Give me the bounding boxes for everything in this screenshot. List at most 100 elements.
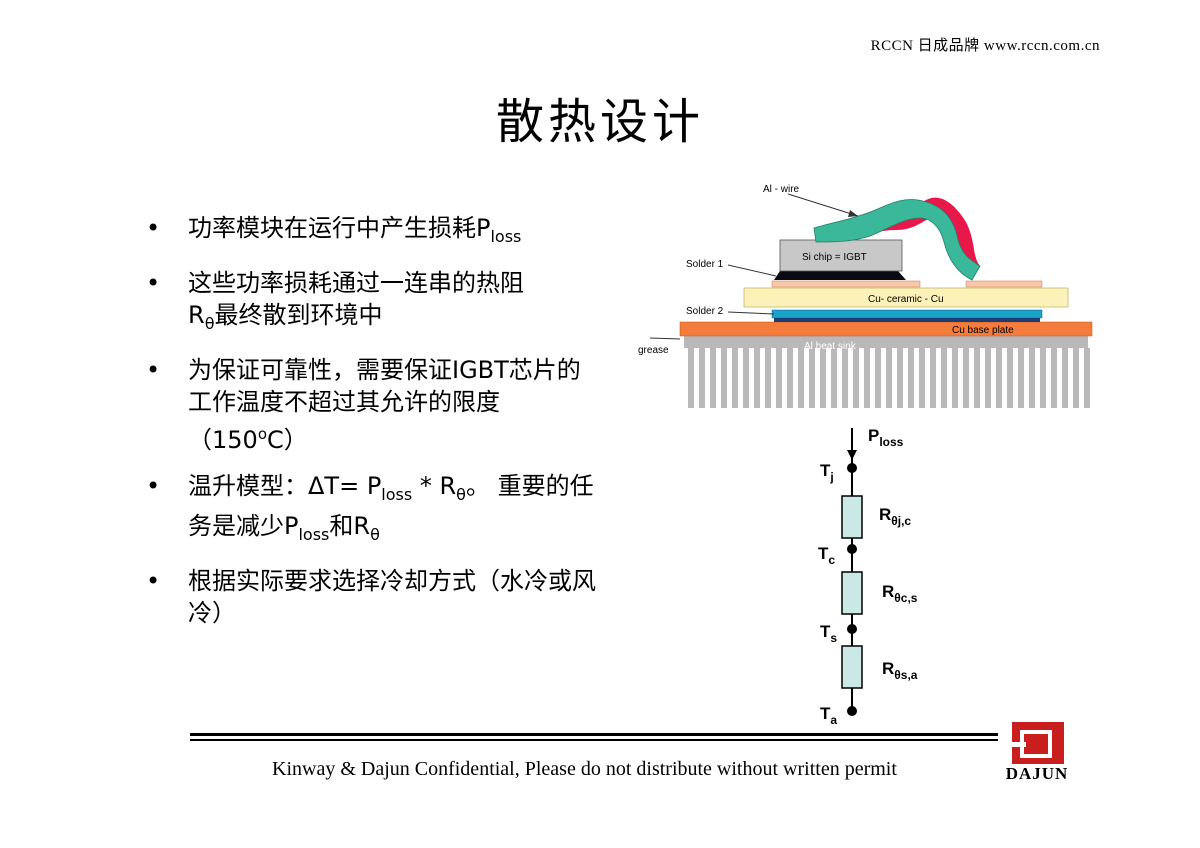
dajun-logo-text: DAJUN: [1005, 764, 1069, 783]
ta-label: Ta: [820, 704, 837, 727]
heat-sink-fin: [798, 348, 804, 408]
bullet-item: • 根据实际要求选择冷却方式（水冷或风冷）: [146, 565, 596, 629]
heat-sink-fin: [842, 348, 848, 408]
heat-sink-fin: [1018, 348, 1024, 408]
solder2-pointer: [727, 311, 775, 315]
resistor-jc: [841, 495, 863, 539]
heat-sink-fin: [919, 348, 925, 408]
grease-label: grease: [638, 345, 669, 356]
ceramic-label: Cu- ceramic - Cu: [868, 294, 944, 305]
heat-sink-fin: [809, 348, 815, 408]
node-dot: [847, 706, 857, 716]
bullet-subscript: θ: [204, 313, 215, 333]
ceramic-layer: [743, 287, 1069, 308]
heat-sink-fin: [996, 348, 1002, 408]
heat-sink-fin: [985, 348, 991, 408]
bullet-text: * R: [412, 471, 457, 500]
node-dot: [847, 463, 857, 473]
heat-sink-fin: [897, 348, 903, 408]
node-dot: [847, 624, 857, 634]
heat-sink-fin: [875, 348, 881, 408]
heat-sink-fin: [1051, 348, 1057, 408]
heat-sink-fin: [1073, 348, 1079, 408]
dajun-logo-mark: [1012, 722, 1064, 764]
top-cu-pad-2: [965, 280, 1043, 288]
bullet-marker: •: [146, 214, 161, 242]
bullet-subscript: loss: [298, 525, 330, 545]
ploss-label: Ploss: [868, 426, 904, 449]
heat-sink-fin: [721, 348, 727, 408]
heat-sink-fin: [864, 348, 870, 408]
heat-sink-fin: [776, 348, 782, 408]
heat-sink-fin: [699, 348, 705, 408]
bullet-text: C）: [267, 425, 308, 454]
footer-line-thick: [190, 733, 998, 736]
r-jc-label: Rθj,c: [879, 505, 911, 528]
heat-sink-fin: [831, 348, 837, 408]
al-wire: [813, 199, 981, 281]
node-tj: Tj: [820, 461, 857, 484]
heat-sink-fin: [1084, 348, 1090, 408]
ploss-arrow: [847, 450, 857, 460]
al-wire-arrowhead: [848, 210, 858, 217]
logo-notch: [1012, 742, 1026, 747]
footer-confidential: Kinway & Dajun Confidential, Please do n…: [272, 758, 897, 780]
solder1-label: Solder 1: [686, 259, 724, 270]
footer-line-thin: [190, 739, 998, 741]
bullet-item: • 为保证可靠性，需要保证IGBT芯片的工作温度不超过其允许的限度（150oC）: [146, 354, 596, 456]
solder2-label: Solder 2: [686, 306, 724, 317]
top-cu-pad: [771, 280, 921, 288]
bullet-marker: •: [146, 355, 161, 384]
heat-sink-fin: [787, 348, 793, 408]
bullet-marker: •: [146, 567, 161, 596]
grease-pointer: [649, 337, 681, 340]
heat-sink-fin: [1029, 348, 1035, 408]
heat-sink-fin: [754, 348, 760, 408]
heat-sink-fin: [732, 348, 738, 408]
si-chip: [779, 239, 903, 272]
bullet-marker: •: [146, 268, 161, 297]
bullet-item: • 温升模型：ΔT= Ploss * Rθ。 重要的任务是减少Ploss和Rθ: [146, 470, 596, 552]
cu-base-label: Cu base plate: [952, 325, 1014, 336]
thermal-diagram: Al heat sink Cu base plate Cu- ceramic -…: [638, 184, 1093, 727]
bullet-text: 。 重要的任务是减少P: [188, 471, 594, 541]
heat-sink-fin: [765, 348, 771, 408]
heat-sink-fin: [1007, 348, 1013, 408]
heat-sink-fins: [688, 348, 1090, 408]
resistor-cs: [841, 571, 863, 615]
heat-sink-fin: [908, 348, 914, 408]
heat-sink-fin: [963, 348, 969, 408]
bullet-subscript: loss: [490, 226, 522, 246]
slide-title: 散热设计: [495, 94, 704, 150]
bullet-text: R: [188, 300, 205, 329]
bullet-text: 为保证可靠性，需要保证IGBT芯片的工作温度不超过其允许的限度（150: [188, 355, 581, 454]
bullet-subscript: θ: [370, 525, 380, 545]
al-wire-pointer: [787, 193, 859, 217]
logo-inner: [1020, 730, 1052, 758]
bullet-marker: •: [146, 471, 161, 500]
heat-sink-fin: [688, 348, 694, 408]
resistor-sa: [841, 645, 863, 689]
bullet-subscript: loss: [381, 484, 413, 504]
brand-header: RCCN 日成品牌 www.rccn.com.cn: [870, 38, 1100, 54]
heat-sink-fin: [743, 348, 749, 408]
ts-label: Ts: [820, 622, 837, 645]
bullet-text: 根据实际要求选择冷却方式（水冷或风冷）: [188, 567, 596, 628]
si-chip-label: Si chip = IGBT: [802, 252, 867, 263]
heat-sink-fin: [1040, 348, 1046, 408]
bullet-text: 温升模型：ΔT= P: [188, 471, 382, 500]
heat-sink-fin: [1062, 348, 1068, 408]
r-sa-label: Rθs,a: [882, 659, 918, 682]
bullet-text: 功率模块在运行中产生损耗P: [188, 214, 491, 242]
bullet-text: 和R: [329, 512, 371, 541]
footer-divider: [190, 733, 998, 741]
bullet-subscript: θ: [456, 484, 466, 504]
bullet-superscript: o: [257, 424, 267, 443]
heat-sink-label: Al heat sink: [804, 341, 857, 352]
r-cs-label: Rθc,s: [882, 582, 918, 605]
cu-base-plate: [679, 321, 1093, 337]
heat-sink-fin: [710, 348, 716, 408]
heat-sink-fin: [853, 348, 859, 408]
